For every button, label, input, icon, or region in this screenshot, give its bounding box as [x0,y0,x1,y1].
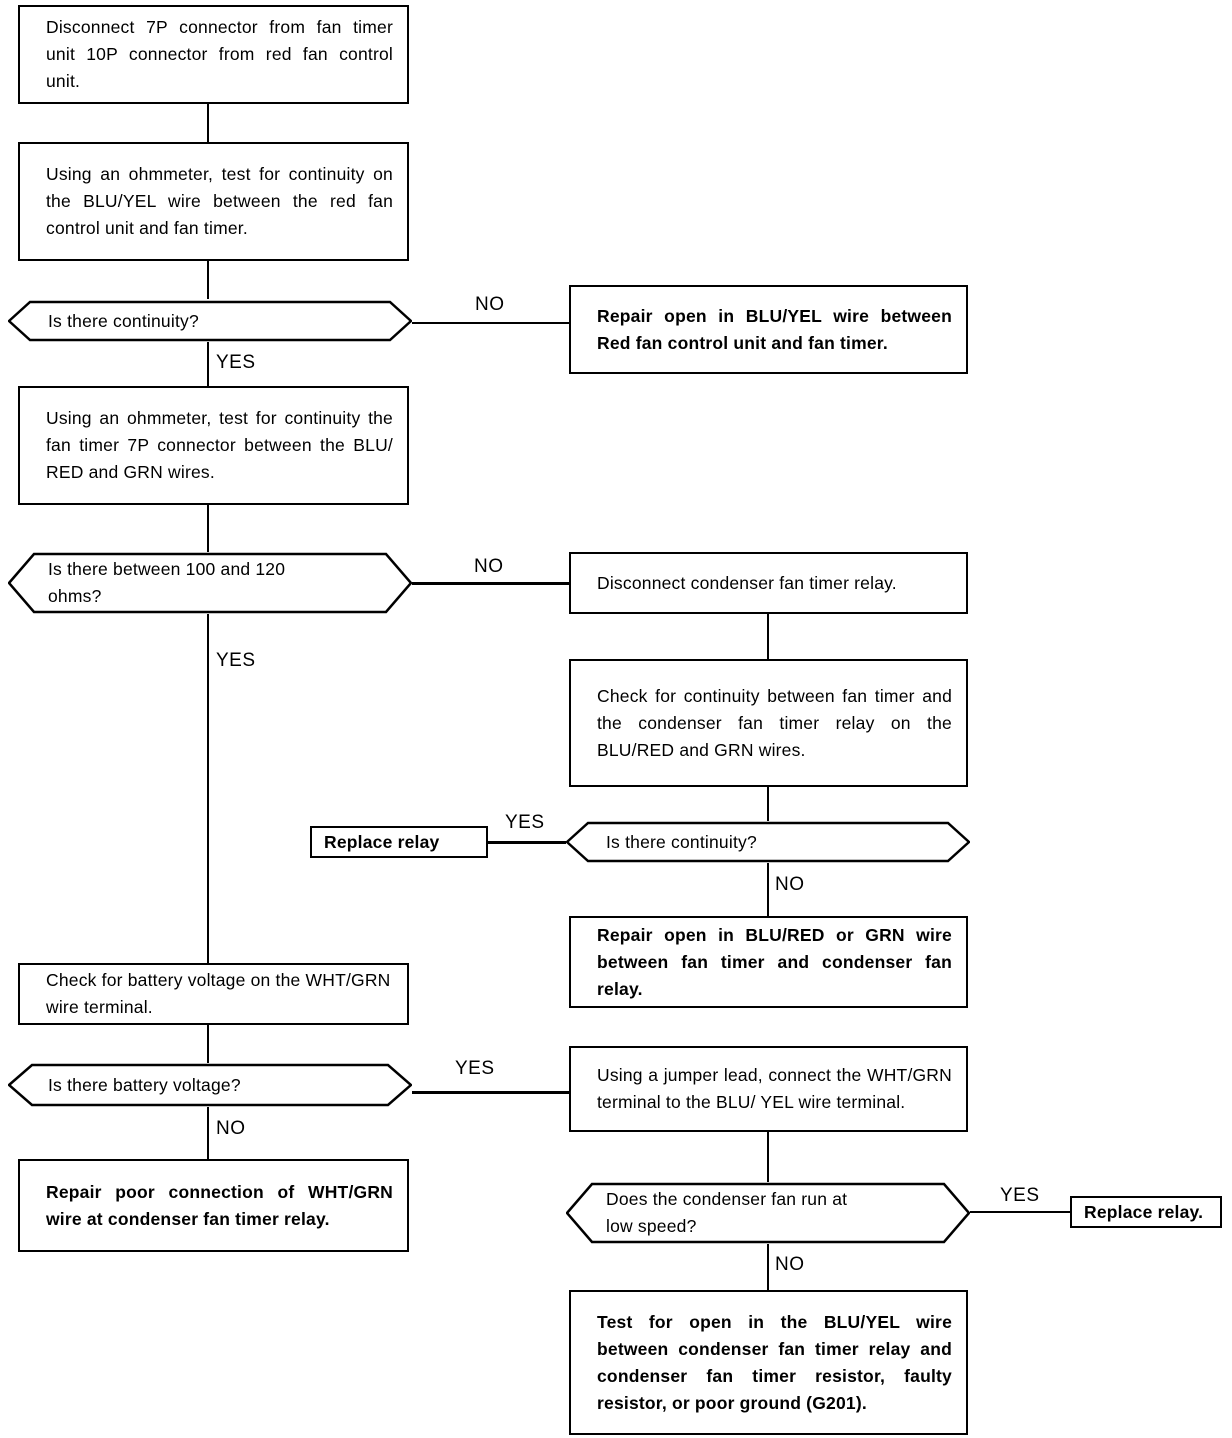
connector-n9-d4 [207,1014,209,1063]
result-text: Replace relay [324,831,440,852]
decision-text: Is there continuity? [48,310,199,331]
step-text: Using a jumper lead, connect the WHT/GRN… [597,1065,952,1112]
connector-d2-n9 [207,613,209,964]
connector-d2-no-to-n5 [412,582,569,585]
connector-d5-yes-to-n12 [968,1211,1072,1213]
decision-text-line1: Is there between 100 and 120 [48,559,286,579]
result-replace-relay-middle[interactable]: Replace relay [310,826,488,858]
connector-n5-n6 [767,613,769,660]
edge-label-d4-yes: YES [455,1058,495,1079]
result-text: Replace relay. [1084,1201,1204,1222]
hexagon-shape [8,300,412,342]
decision-is-there-continuity-2[interactable]: Is there continuity? [566,821,970,863]
connector-n2-d1 [207,260,209,299]
result-repair-open-blu-red-grn[interactable]: Repair open in BLU/RED or GRN wire betwe… [569,916,968,1008]
step-text: Disconnect 7P connector from fan timer u… [46,17,393,91]
connector-d1-no-to-n3 [412,322,569,324]
edge-label-d2-yes: YES [216,650,256,671]
step-jumper-lead-connect[interactable]: Using a jumper lead, connect the WHT/GRN… [569,1046,968,1132]
result-text: Repair open in BLU/RED or GRN wire betwe… [597,924,952,999]
connector-n4-d2 [207,505,209,552]
result-repair-open-blu-yel[interactable]: Repair open in BLU/YEL wire between Red … [569,285,968,374]
connector-n7-to-d3 [487,841,571,844]
connector-d1-n4 [207,341,209,386]
result-replace-relay-right[interactable]: Replace relay. [1070,1196,1222,1228]
hexagon-shape [8,1063,412,1107]
result-repair-poor-connection-wht-grn[interactable]: Repair poor connection of WHT/GRN wire a… [18,1159,409,1252]
step-disconnect-7p-connector[interactable]: Disconnect 7P connector from fan timer u… [18,5,409,104]
edge-label-d5-no: NO [775,1254,805,1275]
hexagon-shape [566,821,970,863]
decision-text-line2: ohms? [48,586,102,606]
decision-text: Is there continuity? [606,831,757,852]
hexagon-shape [8,552,412,614]
decision-condenser-fan-low-speed[interactable]: Does the condenser fan run at low speed? [566,1182,970,1244]
step-text: Using an ohmmeter, test for continuity t… [46,408,393,482]
step-text: Disconnect condenser fan timer relay. [597,572,897,593]
step-check-continuity-fan-timer-relay[interactable]: Check for continuity between fan timer a… [569,659,968,787]
step-check-battery-voltage[interactable]: Check for battery voltage on the WHT/GRN… [18,963,409,1025]
decision-text-line1: Does the condenser fan run at [606,1189,848,1209]
decision-resistance-100-120-ohms[interactable]: Is there between 100 and 120 ohms? [8,552,412,614]
connector-d3-n8 [767,863,769,917]
decision-text: Is there between 100 and 120 ohms? [8,552,412,614]
result-text: Repair open in BLU/YEL wire between Red … [597,305,952,353]
result-text: Repair poor connection of WHT/GRN wire a… [46,1181,393,1229]
connector-n11-d5 [767,1131,769,1183]
decision-is-there-continuity-1[interactable]: Is there continuity? [8,300,412,342]
edge-label-d1-no: NO [475,294,505,315]
step-text: Check for continuity between fan timer a… [597,685,952,760]
decision-is-there-battery-voltage[interactable]: Is there battery voltage? [8,1063,412,1107]
decision-text: Is there battery voltage? [48,1074,241,1095]
edge-label-d2-no: NO [474,556,504,577]
step-test-continuity-blu-yel[interactable]: Using an ohmmeter, test for continuity o… [18,142,409,261]
connector-n1-n2 [207,103,209,143]
edge-label-d3-yes: YES [505,812,545,833]
step-text: Check for battery voltage on the WHT/GRN… [46,970,391,1017]
connector-d4-n10 [207,1105,209,1160]
step-text: Using an ohmmeter, test for continuity o… [46,164,393,238]
connector-d4-yes-to-n11 [412,1091,569,1094]
step-test-continuity-7p-connector[interactable]: Using an ohmmeter, test for continuity t… [18,386,409,505]
step-disconnect-condenser-fan-timer-relay[interactable]: Disconnect condenser fan timer relay. [569,552,968,614]
edge-label-d4-no: NO [216,1118,246,1139]
hexagon-shape [566,1182,970,1244]
result-test-open-blu-yel[interactable]: Test for open in the BLU/YEL wire betwee… [569,1290,968,1435]
decision-text: Does the condenser fan run at low speed? [566,1182,970,1244]
edge-label-d5-yes: YES [1000,1185,1040,1206]
decision-text-line2: low speed? [606,1216,697,1236]
connector-d5-no-to-n13 [767,1243,769,1291]
edge-label-d1-yes: YES [216,352,256,373]
result-text: Test for open in the BLU/YEL wire betwee… [597,1311,952,1413]
edge-label-d3-no: NO [775,874,805,895]
connector-n6-d3 [767,786,769,821]
